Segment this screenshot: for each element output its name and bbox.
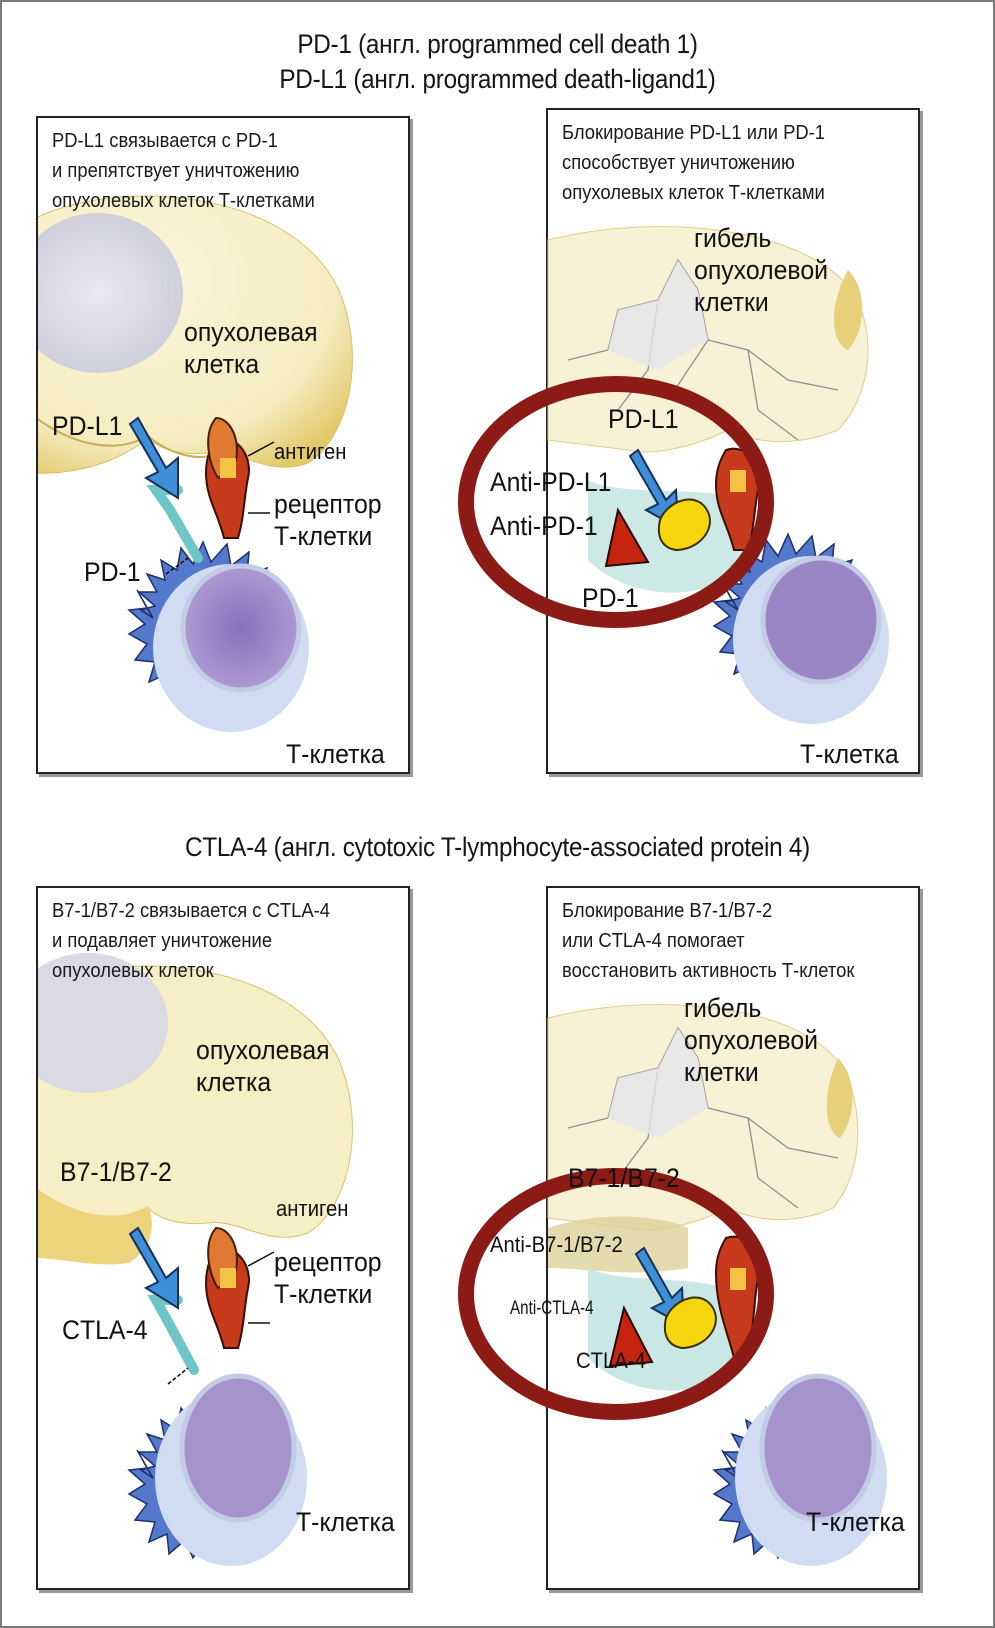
anti-b7-antibody — [663, 1296, 717, 1350]
tumor-cell-lower — [38, 1189, 152, 1265]
antigen-core — [730, 1268, 746, 1290]
panel-caption: B7-1/B7-2 связывается с CTLA-4 и подавля… — [52, 896, 330, 986]
antigen-core — [730, 470, 746, 492]
caption-line: способствует уничтожению — [562, 152, 795, 174]
highlight-ring — [458, 376, 774, 628]
dying-tumor-cell-label: гибель опухолевой клетки — [684, 992, 818, 1088]
label-line: рецептор — [274, 489, 382, 519]
section1-title-line2: PD-L1 (англ. programmed death-ligand1) — [279, 64, 716, 94]
label-line: опухолевой — [684, 1025, 819, 1055]
caption-line: Блокирование B7-1/B7-2 — [562, 900, 773, 922]
t-cell-label: Т-клетка — [800, 739, 899, 769]
grey-fragment — [608, 260, 708, 370]
anti-pd-1-label: Anti-PD-1 — [490, 511, 598, 541]
ligand-arrow — [128, 416, 179, 500]
label-line: клетка — [196, 1067, 272, 1097]
pd-l1-label: PD-L1 — [52, 411, 123, 441]
antigen-core — [220, 458, 236, 478]
yellow-zone — [548, 1216, 688, 1273]
caption-line: B7-1/B7-2 связывается с CTLA-4 — [52, 900, 330, 922]
t-cell — [127, 540, 309, 732]
anti-ctla-4-antibody — [608, 1305, 654, 1368]
antigen-label: антиген — [276, 1196, 349, 1221]
label-line: Т-клетки — [274, 1279, 373, 1309]
receptor-stalk — [147, 1295, 199, 1375]
label-line: Т-клетки — [274, 521, 373, 551]
caption-line: и препятствует уничтожению — [52, 160, 300, 182]
tcr-label: рецептор Т-клетки — [274, 1246, 382, 1310]
panel-caption: PD-L1 связывается с PD-1 и препятствует … — [52, 126, 315, 216]
anti-ctla-4-label: Anti-CTLA-4 — [510, 1298, 594, 1319]
ctla-4-label: CTLA-4 — [62, 1315, 148, 1345]
b7-label: B7-1/B7-2 — [568, 1163, 680, 1193]
label-line: рецептор — [274, 1247, 382, 1277]
pd1-blockade-panel: Блокирование PD-L1 или PD-1 способствует… — [458, 108, 920, 774]
ctla4-binding-panel: B7-1/B7-2 связывается с CTLA-4 и подавля… — [36, 886, 410, 1590]
pd1-binding-illustration — [38, 195, 353, 732]
caption-line: Блокирование PD-L1 или PD-1 — [562, 122, 826, 144]
section1-title-line1: PD-1 (англ. programmed cell death 1) — [297, 29, 698, 59]
cell-fragment — [834, 270, 863, 350]
anti-pd-l1-label: Anti-PD-L1 — [490, 467, 612, 497]
t-cell — [127, 1373, 307, 1566]
anti-pd-1-antibody — [604, 507, 650, 568]
caption-line: опухолевых клеток — [52, 960, 214, 982]
pd-l1-label: PD-L1 — [608, 404, 679, 434]
ctla-4-label: CTLA-4 — [576, 1348, 646, 1373]
anti-b7-label: Anti-B7-1/B7-2 — [490, 1232, 623, 1257]
section2-title: CTLA-4 (англ. cytotoxic T-lymphocyte-ass… — [185, 832, 810, 862]
t-cell-label: Т-клетка — [286, 739, 385, 769]
ctla4-blockade-panel: Блокирование B7-1/B7-2 или CTLA-4 помога… — [458, 886, 920, 1590]
pd1-blockade-illustration — [458, 226, 889, 724]
pd-1-label: PD-1 — [84, 557, 141, 587]
caption-line: опухолевых клеток Т-клетками — [562, 182, 825, 204]
tumor-nucleus — [38, 213, 183, 373]
label-line: клетки — [684, 1057, 759, 1087]
dying-tumor-cell-label: гибель опухолевой клетки — [694, 222, 828, 318]
t-cell — [712, 1373, 887, 1566]
label-line: гибель — [694, 223, 772, 253]
b7-label: B7-1/B7-2 — [60, 1157, 172, 1187]
pd1-binding-panel: PD-L1 связывается с PD-1 и препятствует … — [36, 116, 410, 774]
grey-fragment — [608, 1028, 708, 1138]
caption-line: PD-L1 связывается с PD-1 — [52, 130, 278, 152]
label-line: гибель — [684, 993, 762, 1023]
receptor-stalk — [146, 485, 203, 563]
caption-line: или CTLA-4 помогает — [562, 930, 745, 952]
t-cell-label: Т-клетка — [806, 1507, 905, 1537]
panel-caption: Блокирование B7-1/B7-2 или CTLA-4 помога… — [562, 896, 854, 986]
ctla4-binding-illustration — [38, 953, 353, 1566]
tumor-nucleus — [38, 953, 168, 1093]
antigen-label: антиген — [274, 439, 347, 464]
label-line: опухолевая — [196, 1035, 330, 1065]
antigen-core — [220, 1268, 236, 1288]
label-line: клетка — [184, 349, 260, 379]
anti-pd-l1-antibody — [657, 498, 711, 552]
label-line: опухолевая — [184, 317, 318, 347]
caption-line: опухолевых клеток Т-клетками — [52, 190, 315, 212]
tcr-label: рецептор Т-клетки — [274, 488, 382, 552]
caption-line: восстановить активность Т-клеток — [562, 960, 855, 982]
t-cell — [712, 532, 889, 724]
caption-line: и подавляет уничтожение — [52, 930, 273, 952]
ligand-arrow — [128, 1226, 179, 1310]
cell-fragment — [826, 1058, 853, 1138]
label-line: опухолевой — [694, 255, 829, 285]
label-line: клетки — [694, 287, 769, 317]
pd-1-label: PD-1 — [582, 583, 639, 613]
tumor-cell-label: опухолевая клетка — [196, 1034, 330, 1098]
panel-caption: Блокирование PD-L1 или PD-1 способствует… — [562, 118, 825, 208]
ctla4-blockade-illustration — [458, 1004, 887, 1566]
t-cell-label: Т-клетка — [296, 1507, 395, 1537]
highlight-ring — [458, 1168, 774, 1420]
tumor-cell-label: опухолевая клетка — [184, 316, 318, 380]
